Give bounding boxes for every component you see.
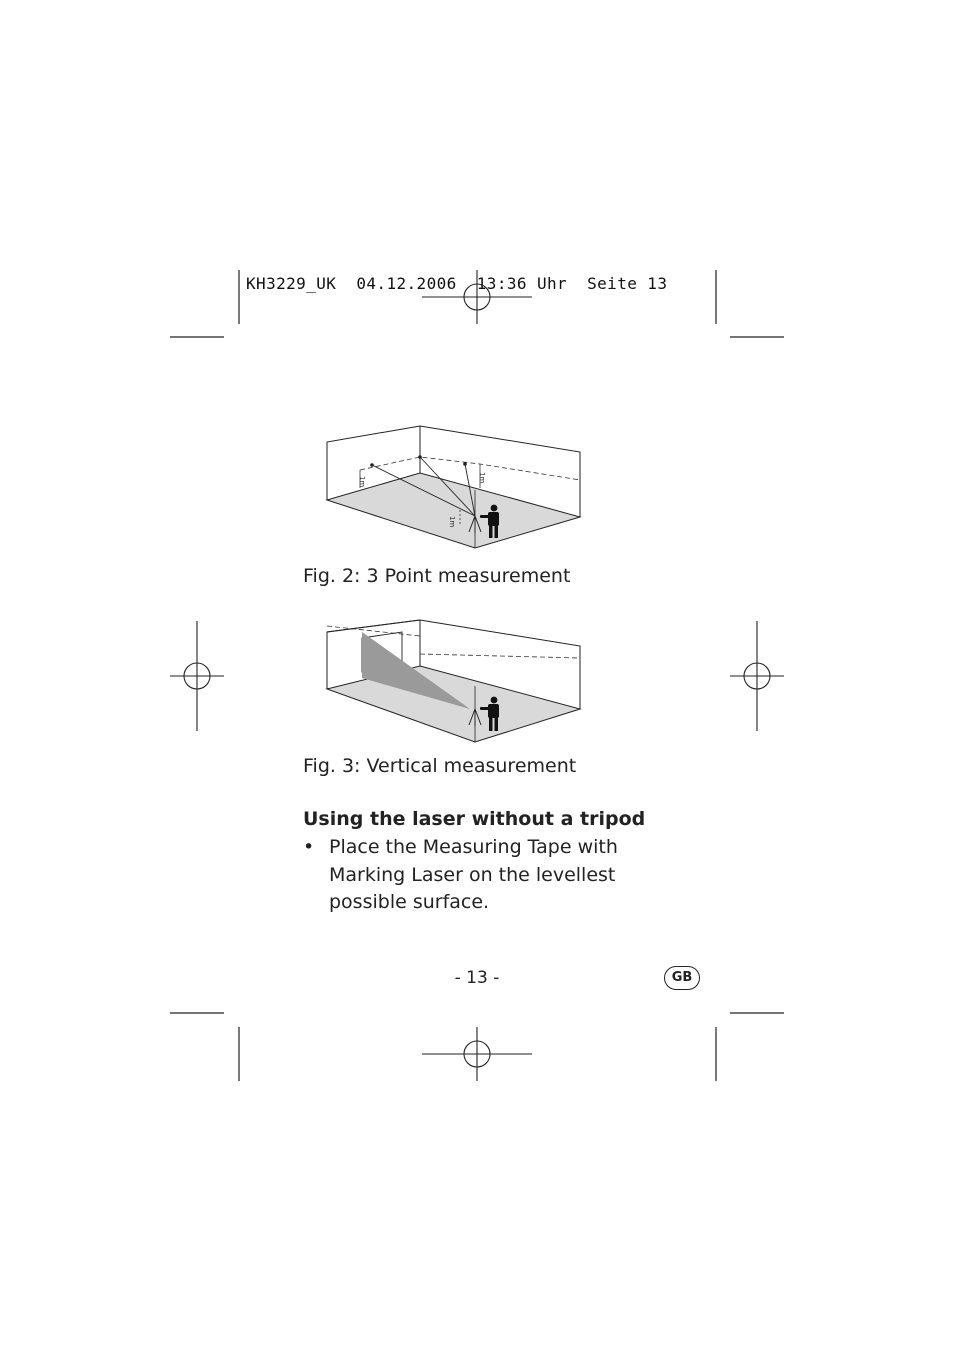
height-label-right: 1m <box>478 472 486 483</box>
print-slug-line: KH3229_UK 04.12.2006 13:36 Uhr Seite 13 <box>246 274 668 293</box>
person-figure <box>480 696 499 731</box>
figure-vertical-measurement <box>325 619 582 743</box>
tripod <box>468 708 482 726</box>
figure-3-point-measurement: 1m 1m 1m <box>325 425 582 549</box>
registration-mark-right <box>730 621 784 731</box>
laser-beam-fan <box>362 632 470 709</box>
height-label-left: 1m <box>358 476 366 487</box>
registration-mark-bottom <box>422 1027 532 1081</box>
page-number: - 13 - <box>0 968 954 988</box>
registration-mark-top <box>422 270 532 324</box>
figure-3-caption: Fig. 3: Vertical measurement <box>303 755 577 777</box>
tripod <box>468 515 482 533</box>
height-label-tripod: 1m <box>448 516 456 527</box>
bullet-text: Place the Measuring Tape with Marking La… <box>329 836 618 913</box>
bullet-marker: • <box>303 836 315 858</box>
person-figure <box>480 504 499 538</box>
list-item: • Place the Measuring Tape with Marking … <box>303 834 633 917</box>
page-number-text: - 13 - <box>454 968 500 988</box>
registration-mark-left <box>170 621 224 731</box>
figure-2-caption: Fig. 2: 3 Point measurement <box>303 565 571 587</box>
country-badge: GB <box>664 966 700 990</box>
section-heading: Using the laser without a tripod <box>303 808 646 830</box>
